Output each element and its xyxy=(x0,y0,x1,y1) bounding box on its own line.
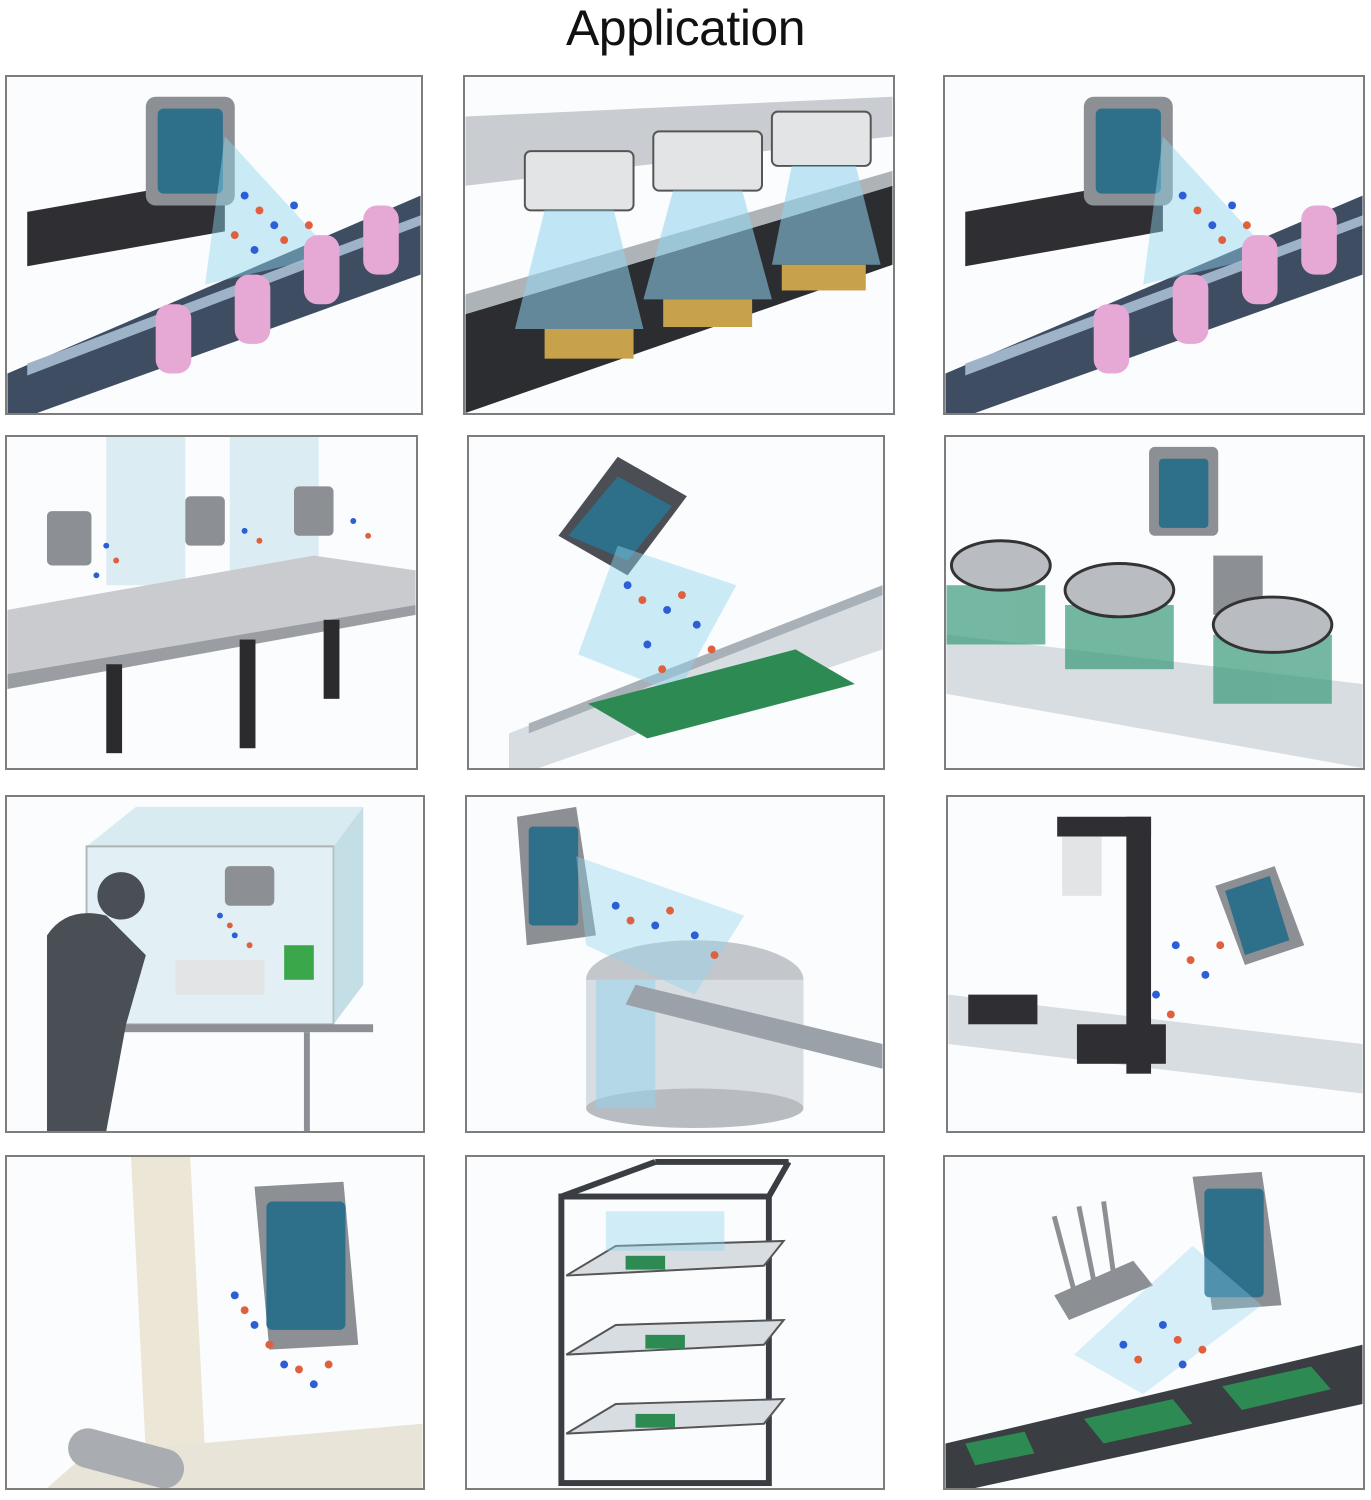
panel-pcb-conveyor xyxy=(467,435,885,770)
ionizer-chip-line-icon xyxy=(945,1171,1363,1488)
panel-chip-assembly-line xyxy=(943,1155,1365,1490)
panel-parts-tray-conveyor xyxy=(463,75,895,415)
ionizer-bowl-line-icon xyxy=(946,446,1363,768)
ionizer-rack-icon xyxy=(558,1158,792,1487)
panel-storage-rack xyxy=(465,1155,885,1490)
panel-pick-and-place xyxy=(946,795,1365,1133)
panel-bottle-conveyor-2 xyxy=(943,75,1365,415)
page-title: Application xyxy=(565,0,806,56)
ionizer-bottle-line-icon xyxy=(7,96,421,413)
ionizer-bottle-line-icon xyxy=(945,96,1363,413)
panel-film-roll xyxy=(5,1155,425,1490)
ionizer-workbench-icon xyxy=(7,437,416,754)
panel-vibratory-feeder xyxy=(465,795,885,1133)
ionizer-feeder-icon xyxy=(516,806,883,1129)
ionizer-glove-box-icon xyxy=(47,806,374,1131)
panel-bowl-conveyor xyxy=(944,435,1365,770)
ionizer-pick-place-icon xyxy=(948,816,1363,1094)
panel-glove-box-operator xyxy=(5,795,425,1133)
panel-bottle-conveyor-1 xyxy=(5,75,423,415)
panel-workbench xyxy=(5,435,418,770)
ionizer-pcb-icon xyxy=(509,456,883,768)
ionizer-tray-line-icon xyxy=(465,96,893,413)
ionizer-film-roll-icon xyxy=(47,1157,423,1488)
